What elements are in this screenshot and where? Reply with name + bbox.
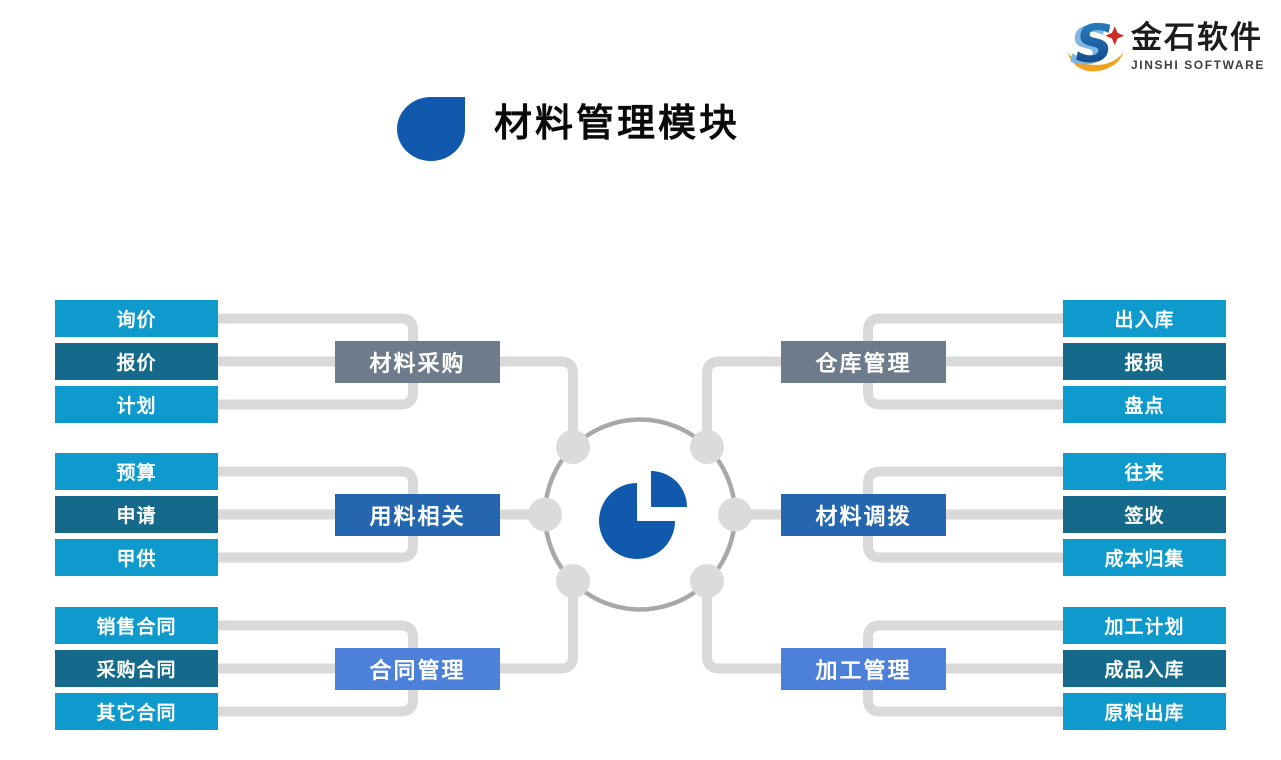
category-warehouse-management: 仓库管理 — [781, 340, 946, 383]
hub-node — [690, 430, 724, 464]
item-quotation: 报价 — [55, 343, 218, 380]
spoke-right-bottom — [702, 576, 1068, 674]
category-material-usage: 用料相关 — [335, 493, 500, 536]
item-owner-supplied: 甲供 — [55, 539, 218, 576]
page-title: 材料管理模块 — [494, 103, 741, 145]
item-finished-goods-in: 成品入库 — [1063, 650, 1226, 687]
category-material-purchase: 材料采购 — [335, 340, 500, 383]
item-plan: 计划 — [55, 386, 218, 423]
category-processing-management: 加工管理 — [781, 647, 946, 690]
jinshi-logo-icon: S S — [1067, 14, 1125, 77]
category-material-transfer: 材料调拨 — [781, 493, 946, 536]
hub-node — [718, 497, 752, 532]
svg-text:S: S — [1075, 14, 1113, 75]
company-logo: S S 金石软件 JINSHI SOFTWARE — [1066, 14, 1265, 78]
svg-text:S: S — [1070, 16, 1108, 77]
item-processing-plan: 加工计划 — [1063, 607, 1226, 644]
hub-node — [690, 564, 724, 598]
pie-chart-icon — [599, 471, 687, 559]
item-application: 申请 — [55, 496, 218, 533]
item-cost-collection: 成本归集 — [1063, 539, 1226, 576]
hub-node — [556, 564, 590, 598]
item-damage-report: 报损 — [1063, 343, 1226, 380]
item-inquiry: 询价 — [55, 300, 218, 337]
company-name-cn: 金石软件 — [1130, 20, 1263, 55]
spoke-left-bottom — [213, 576, 578, 674]
teardrop-icon — [397, 97, 465, 161]
item-stocktaking: 盘点 — [1063, 386, 1226, 423]
item-other-contract: 其它合同 — [55, 693, 218, 730]
spoke-left-top — [213, 356, 578, 452]
item-sign-receipt: 签收 — [1063, 496, 1226, 533]
item-in-out-warehouse: 出入库 — [1063, 300, 1226, 337]
hub-node — [528, 497, 562, 532]
hub-nodes — [528, 430, 752, 598]
hub-node — [556, 430, 590, 464]
item-purchase-contract: 采购合同 — [55, 650, 218, 687]
company-name-en: JINSHI SOFTWARE — [1130, 58, 1265, 72]
item-transactions: 往来 — [1063, 453, 1226, 490]
item-raw-material-out: 原料出库 — [1063, 693, 1226, 730]
category-contract-management: 合同管理 — [335, 647, 500, 690]
item-sales-contract: 销售合同 — [55, 607, 218, 644]
item-budget: 预算 — [55, 453, 218, 490]
spoke-right-top — [702, 356, 1068, 452]
